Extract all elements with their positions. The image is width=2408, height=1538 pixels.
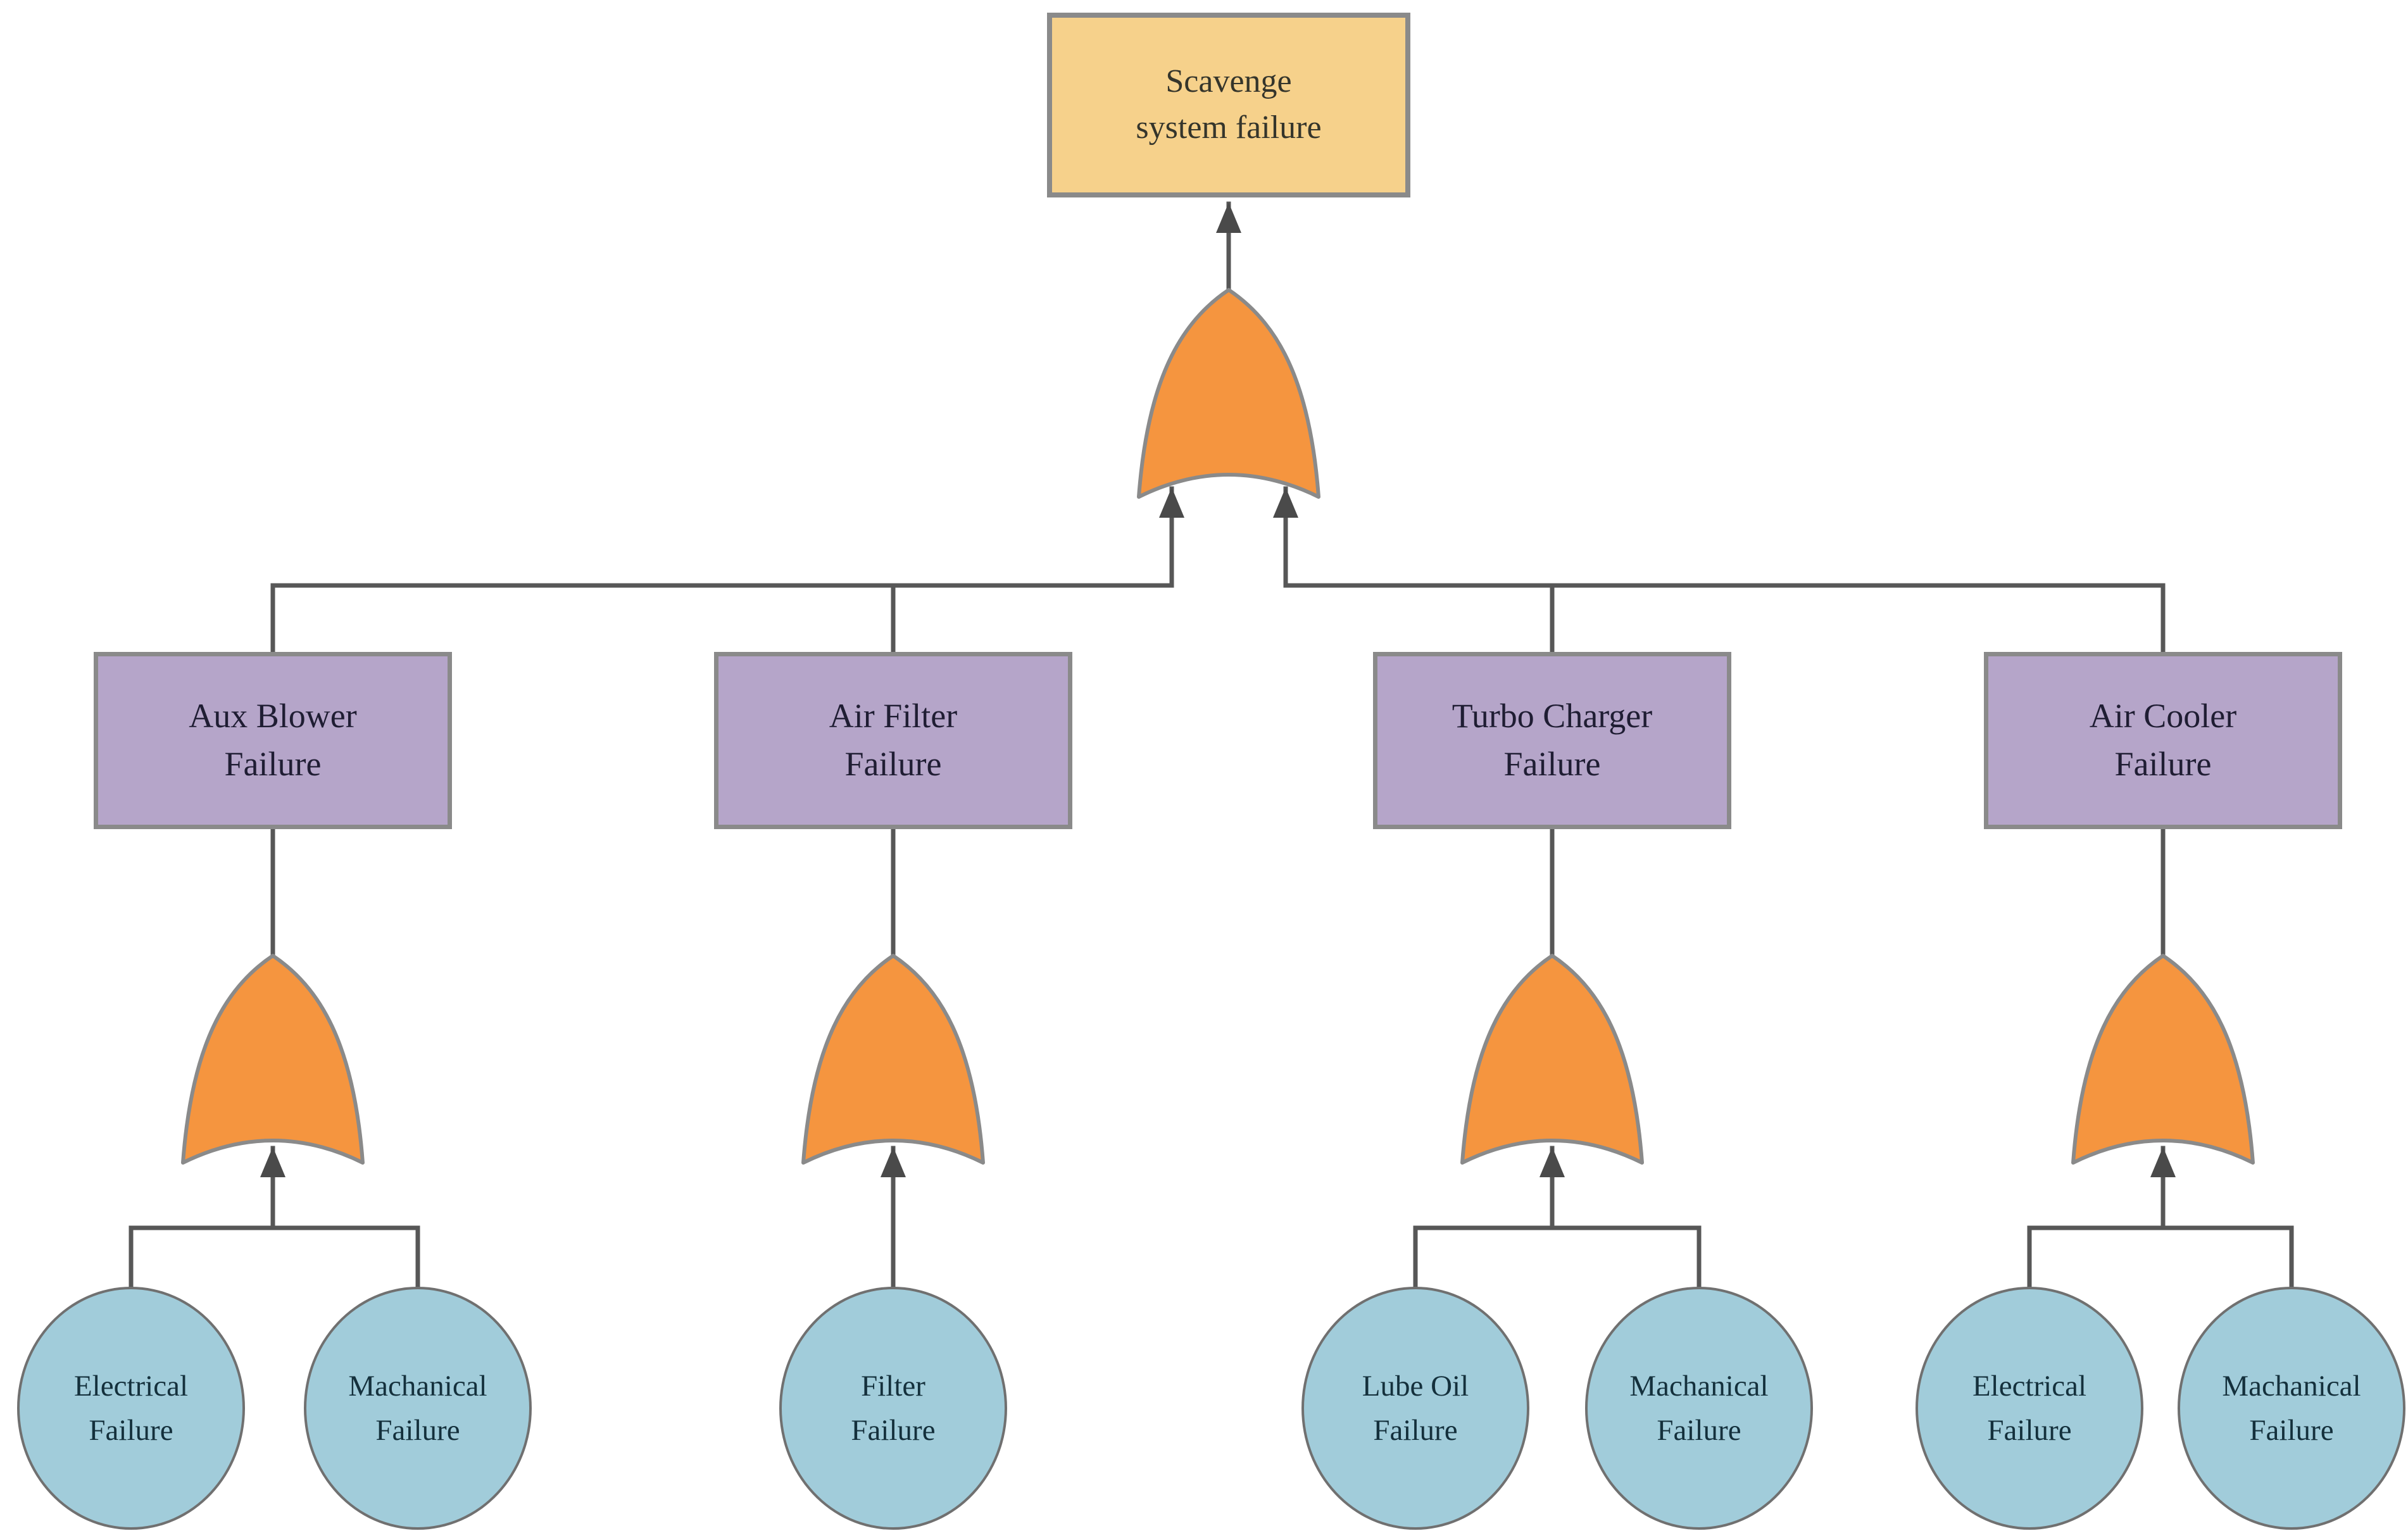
or-gate-icon-air-filter[interactable]	[801, 954, 985, 1165]
basic-label: Lube Oil Failure	[1362, 1369, 1469, 1447]
or-gate-icon-turbo-charger[interactable]	[1460, 954, 1644, 1165]
node-aux-blower-failure[interactable]: Aux Blower Failure	[94, 652, 452, 829]
node-turbo-charger-failure[interactable]: Turbo Charger Failure	[1373, 652, 1731, 829]
node-air-cooler-failure[interactable]: Air Cooler Failure	[1984, 652, 2342, 829]
intermediate-label: Aux Blower Failure	[189, 697, 357, 783]
basic-label: Electrical Failure	[73, 1369, 189, 1447]
node-air-filter-failure[interactable]: Air Filter Failure	[714, 652, 1072, 829]
basic-label: Filter Failure	[851, 1369, 936, 1447]
node-top-event[interactable]: Scavenge system failure	[1047, 13, 1410, 197]
or-gate-icon-top[interactable]	[1137, 288, 1320, 499]
basic-label: Machanical Failure	[2222, 1369, 2361, 1447]
basic-label: Machanical Failure	[348, 1369, 487, 1447]
intermediate-label: Air Cooler Failure	[2089, 697, 2237, 783]
intermediate-label: Turbo Charger Failure	[1452, 697, 1653, 783]
node-electrical-failure-2[interactable]: Electrical Failure	[1916, 1287, 2143, 1530]
top-event-label: Scavenge system failure	[1136, 63, 1322, 146]
basic-label: Machanical Failure	[1629, 1369, 1769, 1447]
node-electrical-failure-1[interactable]: Electrical Failure	[17, 1287, 245, 1530]
node-machanical-failure-2[interactable]: Machanical Failure	[1585, 1287, 1813, 1530]
node-filter-failure[interactable]: Filter Failure	[779, 1287, 1007, 1530]
node-machanical-failure-3[interactable]: Machanical Failure	[2178, 1287, 2405, 1530]
basic-label: Electrical Failure	[1972, 1369, 2087, 1447]
intermediate-label: Air Filter Failure	[829, 697, 958, 783]
node-machanical-failure-1[interactable]: Machanical Failure	[304, 1287, 532, 1530]
or-gate-icon-air-cooler[interactable]	[2071, 954, 2255, 1165]
or-gate-icon-aux-blower[interactable]	[181, 954, 365, 1165]
node-lube-oil-failure[interactable]: Lube Oil Failure	[1301, 1287, 1529, 1530]
